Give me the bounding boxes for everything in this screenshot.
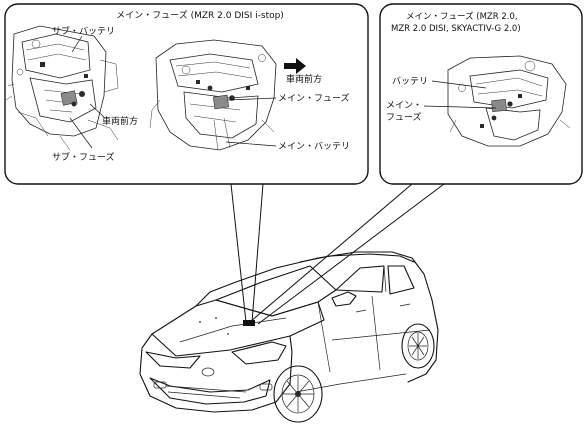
right-panel-title-line1: メイン・フューズ (MZR 2.0,: [406, 11, 518, 22]
vehicle-illustration: [139, 251, 439, 423]
left-panel-label-leaders: [69, 35, 277, 149]
label-main-fuse-line2: フューズ: [386, 111, 422, 123]
battery-engine-sketch: [447, 55, 571, 147]
label-main-fuse-line1: メイン・: [386, 101, 422, 111]
right-panel-title-line2: MZR 2.0 DISI, SKYACTIV-G 2.0): [391, 24, 521, 34]
callout-leader-lines: [230, 183, 445, 325]
main-battery-engine-sketch: [149, 39, 277, 151]
label-main-fuse: メイン・フューズ: [278, 92, 350, 104]
left-panel-title: メイン・フューズ (MZR 2.0 DISI i-stop): [116, 9, 284, 21]
vehicle-front-arrow: [284, 58, 306, 74]
label-sub-fuse: サブ・フューズ: [52, 151, 115, 163]
label-sub-battery: サブ・バッテリ: [52, 25, 115, 37]
engine-bay-marker: [243, 320, 255, 326]
label-vehicle-front-b: 車両前方: [286, 73, 322, 85]
label-battery: バッテリ: [392, 76, 428, 87]
right-callout-panel: メイン・フューズ (MZR 2.0, MZR 2.0 DISI, SKYACTI…: [379, 3, 583, 185]
label-main-battery: メイン・バッテリ: [278, 141, 350, 152]
sub-battery-engine-sketch: [5, 25, 119, 151]
right-panel-label-leaders: [423, 80, 497, 109]
left-callout-panel: メイン・フューズ (MZR 2.0 DISI i-stop): [4, 3, 369, 185]
label-vehicle-front-a: 車両前方: [102, 115, 138, 127]
